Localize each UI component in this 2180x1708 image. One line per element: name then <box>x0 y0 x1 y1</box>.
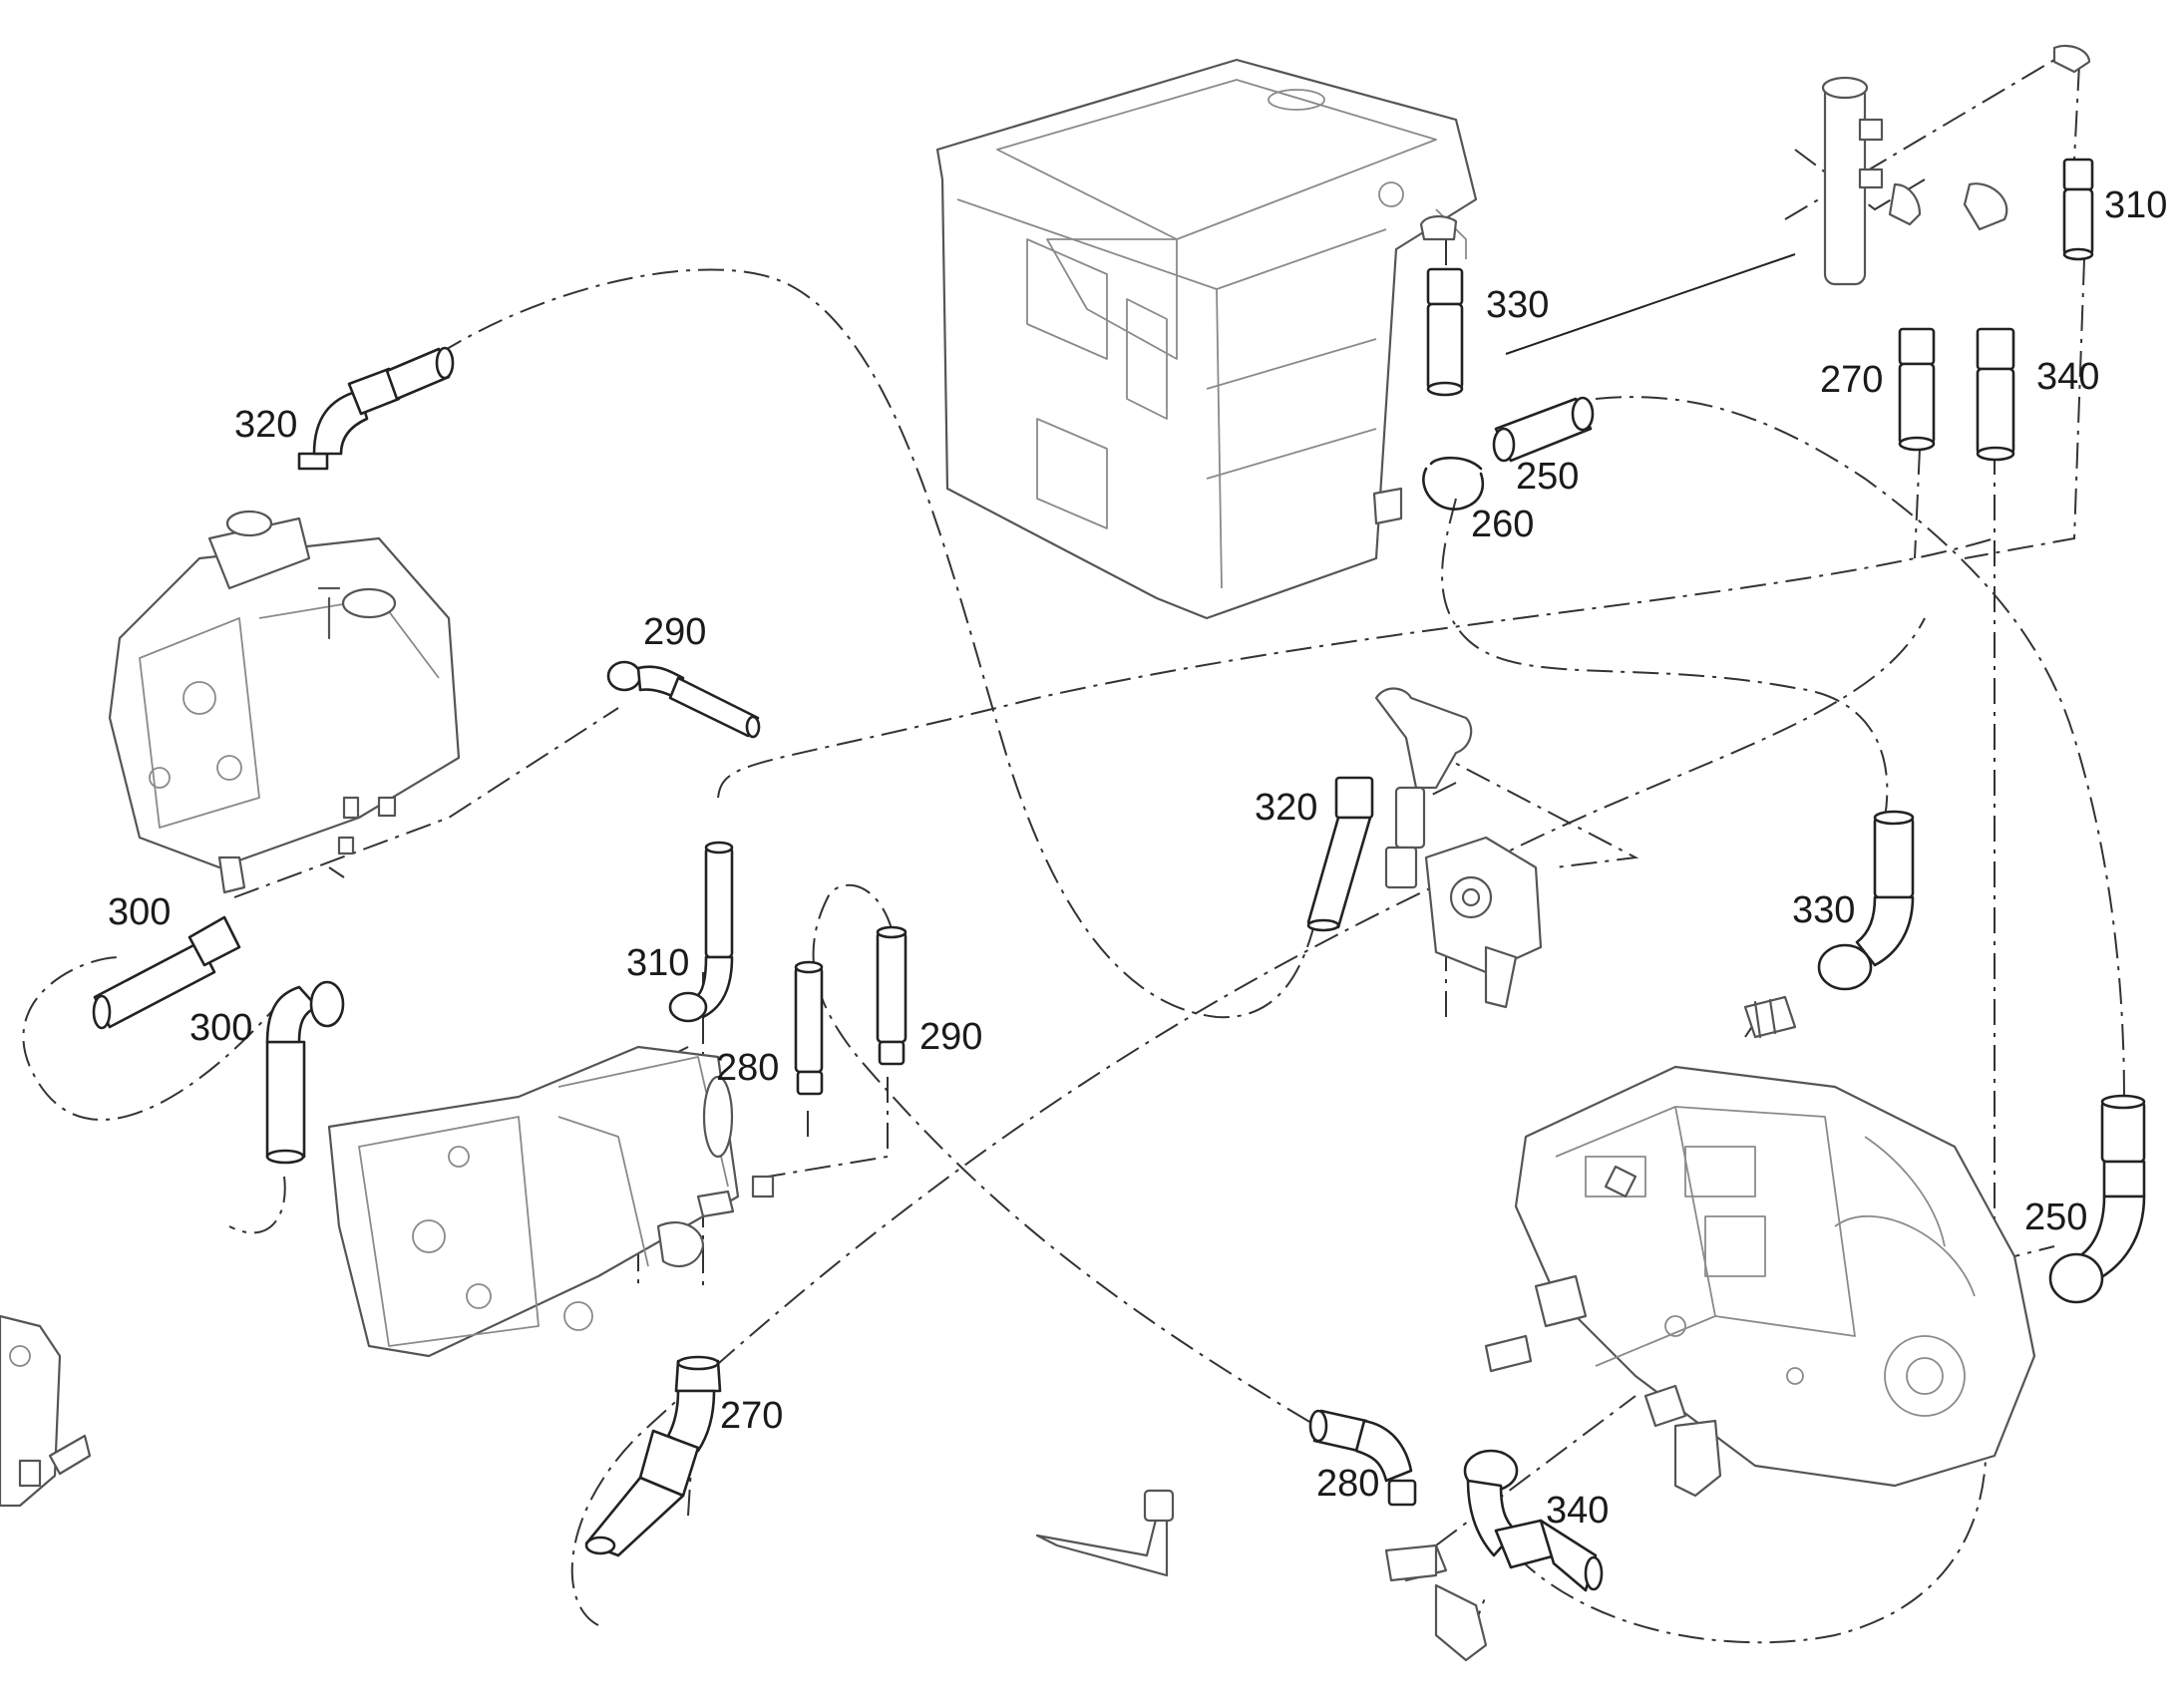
centre-hydraulic-motor <box>327 1045 775 1358</box>
callout-340-top: 340 <box>2036 356 2099 398</box>
right-hydraulic-pump <box>1514 1065 2036 1488</box>
hoses <box>92 158 2146 1592</box>
hose-310-mid <box>668 841 734 1023</box>
callout-260: 260 <box>1471 504 1534 545</box>
callout-320-top: 320 <box>234 404 297 446</box>
leader-lines <box>1505 253 1796 355</box>
hose-290-mid <box>876 925 908 1066</box>
hose-340-bottom <box>1463 1449 1604 1592</box>
callout-280-mid: 280 <box>716 1047 779 1089</box>
callout-290-mid: 290 <box>919 1016 982 1058</box>
cab-frame <box>935 58 1478 620</box>
hose-270-top <box>1898 327 1936 452</box>
callout-270-bottom: 270 <box>720 1395 783 1437</box>
hose-270-bottom <box>584 1355 722 1557</box>
callout-330-right: 330 <box>1792 889 1855 931</box>
hose-280-bottom <box>1308 1409 1438 1582</box>
hose-320-top <box>297 346 455 471</box>
callout-250-top: 250 <box>1516 456 1579 498</box>
hose-300-mid <box>265 980 345 1165</box>
callout-300-mid: 300 <box>189 1007 252 1049</box>
callout-340-bottom: 340 <box>1546 1490 1609 1532</box>
callout-310-top: 310 <box>2104 184 2167 226</box>
clamp-260 <box>1372 456 1485 525</box>
callout-320-mid: 320 <box>1255 787 1317 829</box>
hose-290-top <box>606 660 761 739</box>
hose-250-right <box>2048 1094 2146 1304</box>
callout-300-left: 300 <box>108 891 171 933</box>
strap-clip <box>1035 1489 1175 1577</box>
callout-290-top: 290 <box>643 611 706 653</box>
callout-280-bottom: 280 <box>1316 1463 1379 1505</box>
hose-340-top <box>1976 327 2015 462</box>
hose-330-top <box>1419 215 1464 397</box>
part-callouts: 320 290 300 300 310 280 290 270 330 250 … <box>108 184 2167 1532</box>
left-edge-pump <box>0 1314 92 1508</box>
callout-310-mid: 310 <box>626 942 689 984</box>
valve-block <box>1821 44 2091 286</box>
hose-310-top <box>2062 158 2094 261</box>
callout-270-top: 270 <box>1820 359 1883 401</box>
left-hydraulic-pump <box>108 510 461 894</box>
hose-300-left <box>92 915 241 1030</box>
callout-250-right: 250 <box>2024 1196 2087 1238</box>
sensor-assembly <box>1374 687 1543 1009</box>
hose-320-mid <box>1306 776 1374 932</box>
callout-330-top: 330 <box>1486 284 1549 326</box>
hose-250-top <box>1492 396 1595 463</box>
hose-280-mid <box>794 960 824 1096</box>
hose-330-right <box>1817 810 1915 991</box>
